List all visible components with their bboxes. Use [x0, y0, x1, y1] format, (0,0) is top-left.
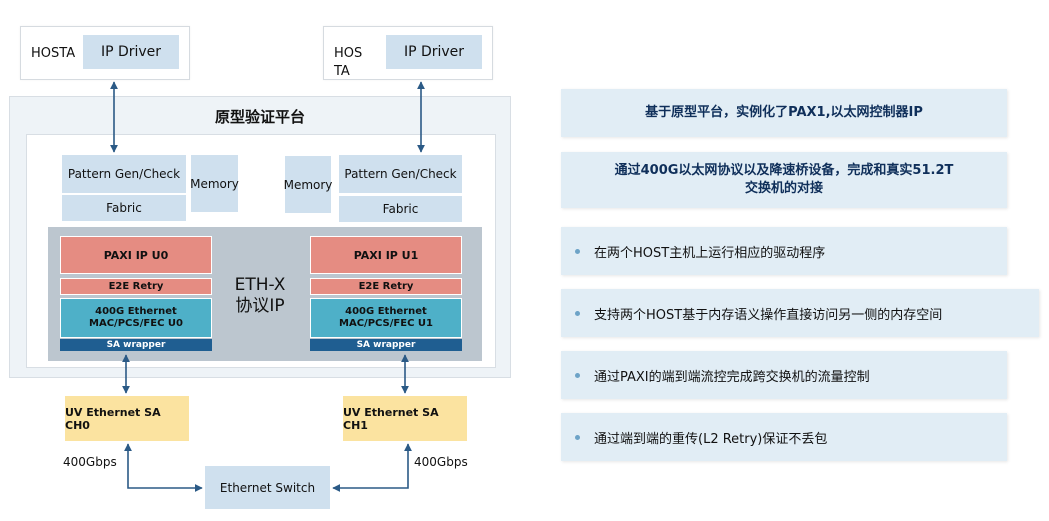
ethernet-400g-u0-line1: 400G Ethernet: [95, 306, 177, 317]
bullet-text-4: 通过端到端的重传(L2 Retry)保证不丢包: [594, 431, 828, 447]
highlight-box-2-line1: 通过400G以太网协议以及降速桥设备，完成和真实51.2T: [614, 163, 954, 178]
host-b-ip-driver: IP Driver: [386, 35, 482, 69]
link-uv0-switch: [124, 443, 203, 492]
host-a-ip-driver: IP Driver: [83, 35, 179, 69]
speed-left: 400Gbps: [63, 455, 117, 469]
eth-x-label-line1: ETH-X: [234, 275, 286, 295]
bullet-text-2: 支持两个HOST基于内存语义操作直接访问另一侧的内存空间: [594, 307, 943, 323]
bullet-dot-icon: [575, 372, 580, 378]
fabric-left: Fabric: [62, 195, 186, 221]
platform-title: 原型验证平台: [214, 108, 305, 126]
bullet-dot-icon: [575, 310, 580, 316]
host-b-label-line1: HOS: [334, 46, 363, 61]
fabric-right: Fabric: [339, 196, 462, 222]
bullet-dot-icon: [575, 434, 580, 440]
ethernet-400g-u0: 400G Ethernet MAC/PCS/FEC U0: [60, 298, 212, 338]
highlight-box-1: 基于原型平台，实例化了PAX1,以太网控制器IP: [561, 89, 1007, 137]
highlight-box-2: 通过400G以太网协议以及降速桥设备，完成和真实51.2T 交换机的对接: [561, 152, 1007, 208]
ethernet-400g-u0-line2: MAC/PCS/FEC U0: [89, 318, 183, 329]
memory-left: Memory: [190, 155, 239, 212]
host-a-label: HOSTA: [31, 46, 76, 61]
bullet-text-3: 通过PAXI的端到端流控完成跨交换机的流量控制: [594, 369, 870, 385]
bullet-item-3: 通过PAXI的端到端流控完成跨交换机的流量控制: [561, 351, 1007, 399]
sa-wrapper-right: SA wrapper: [310, 339, 462, 351]
paxi-ip-u1: PAXI IP U1: [310, 236, 462, 274]
eth-x-label-line2: 协议IP: [235, 296, 285, 316]
link-uv1-switch: [332, 443, 412, 492]
sa-wrapper-left: SA wrapper: [60, 339, 212, 351]
pattern-gen-check-left: Pattern Gen/Check: [62, 155, 186, 193]
host-a-box: HOSTA IP Driver: [20, 26, 190, 80]
uv-ethernet-sa-ch0: UV Ethernet SA CH0: [65, 396, 189, 441]
ethernet-400g-u1: 400G Ethernet MAC/PCS/FEC U1: [310, 298, 462, 338]
e2e-retry-right: E2E Retry: [310, 278, 462, 295]
ethernet-400g-u1-line1: 400G Ethernet: [345, 306, 427, 317]
highlight-box-2-line2: 交换机的对接: [744, 181, 823, 196]
ethernet-400g-u1-line2: MAC/PCS/FEC U1: [339, 318, 433, 329]
bullet-dot-icon: [575, 248, 580, 254]
e2e-retry-left: E2E Retry: [60, 278, 212, 295]
bullet-item-1: 在两个HOST主机上运行相应的驱动程序: [561, 227, 1007, 275]
memory-right: Memory: [284, 156, 332, 213]
uv-ethernet-sa-ch1: UV Ethernet SA CH1: [343, 396, 467, 441]
bullet-item-2: 支持两个HOST基于内存语义操作直接访问另一侧的内存空间: [561, 289, 1039, 337]
bullet-item-4: 通过端到端的重传(L2 Retry)保证不丢包: [561, 413, 1007, 461]
pattern-gen-check-right: Pattern Gen/Check: [339, 155, 462, 193]
paxi-ip-u0: PAXI IP U0: [60, 236, 212, 274]
host-b-label-line2: TA: [334, 64, 350, 79]
speed-right: 400Gbps: [414, 455, 468, 469]
host-b-box: HOS TA IP Driver: [323, 26, 493, 80]
bullet-text-1: 在两个HOST主机上运行相应的驱动程序: [594, 245, 826, 261]
ethernet-switch: Ethernet Switch: [205, 466, 330, 509]
